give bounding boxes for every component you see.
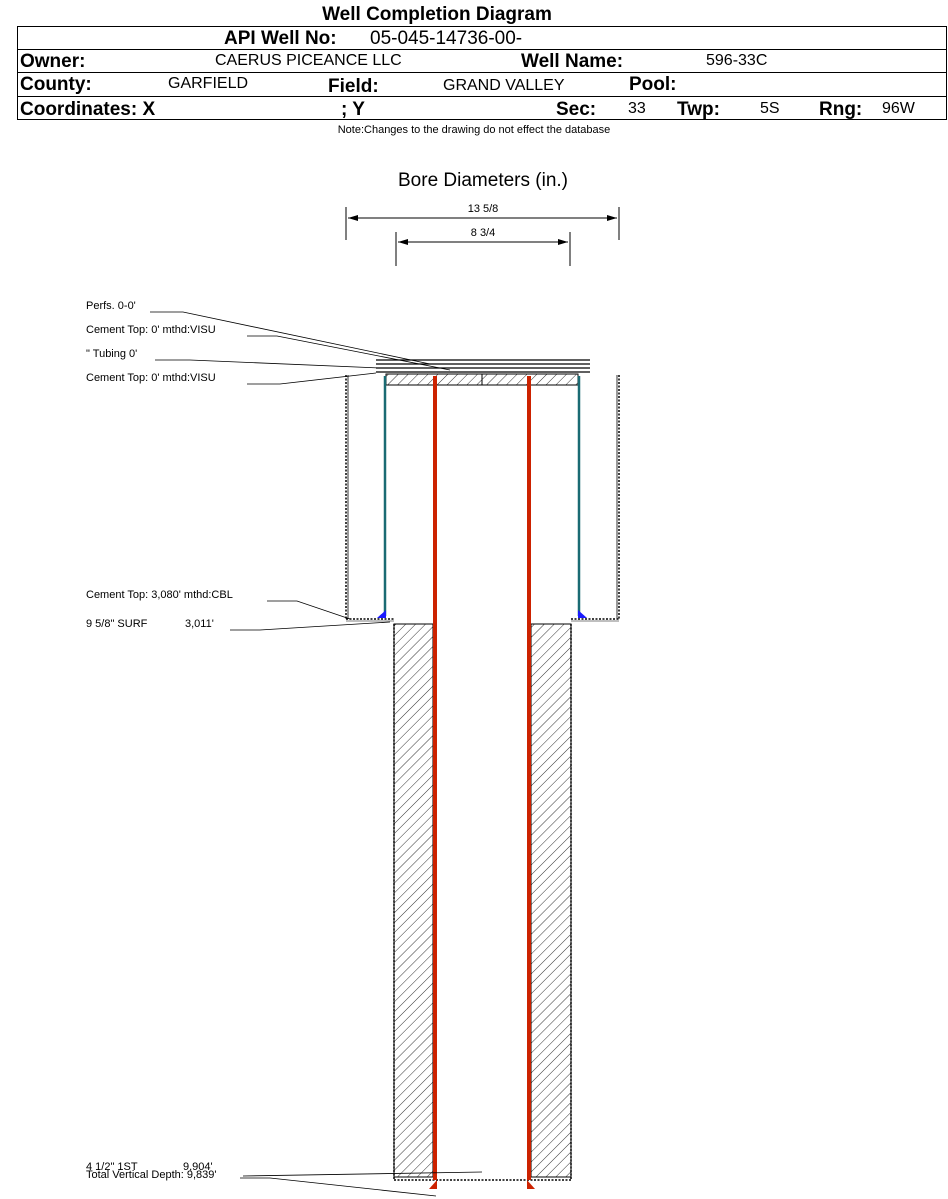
owner-value: CAERUS PICEANCE LLC [215,52,402,69]
field-label: Field: [328,76,379,97]
bore-diameters-title: Bore Diameters (in.) [398,170,568,191]
field-value: GRAND VALLEY [443,77,565,94]
callout-total-vertical-depth: Total Vertical Depth: 9,839' [86,1169,217,1181]
surface-casing-shoe-left [377,610,386,618]
pool-label: Pool: [629,74,677,95]
section-value: 33 [628,100,646,117]
bore-inner-dimension [395,232,571,266]
diagram-title: Well Completion Diagram [322,4,552,25]
header-row-coordinates: Coordinates: X ; Y Sec: 33 Twp: 5S Rng: … [18,96,946,120]
range-label: Rng: [819,99,863,120]
callout-cement-top-2: Cement Top: 0' mthd:VISU [86,372,216,384]
township-label: Twp: [677,99,720,120]
header-row-api: API Well No: 05-045-14736-00- [18,27,946,49]
header-row-county: County: GARFIELD Field: GRAND VALLEY Poo… [18,72,946,97]
owner-label: Owner: [20,51,86,72]
production-shoe-left [429,1180,437,1189]
coordinates-x-label: Coordinates: X [20,99,156,120]
callout-surface-casing: 9 5/8" SURF [86,618,148,630]
county-value: GARFIELD [168,75,249,92]
callout-cement-top-3: Cement Top: 3,080' mthd:CBL [86,589,233,601]
well-name-value: 596-33C [706,52,768,69]
callout-perfs: Perfs. 0-0' [86,300,136,312]
section-label: Sec: [556,99,597,120]
production-shoe-right [527,1180,535,1189]
well-name-label: Well Name: [521,51,624,72]
header-row-owner: Owner: CAERUS PICEANCE LLC Well Name: 59… [18,49,946,72]
callout-surface-depth: 3,011' [185,618,214,630]
surface-hole-wall [345,375,620,622]
callout-leaders [150,311,483,1197]
production-cement-right [530,623,572,1178]
callout-cement-top-1: Cement Top: 0' mthd:VISU [86,324,216,336]
well-header-table: API Well No: 05-045-14736-00- Owner: CAE… [17,26,947,120]
surface-casing-shoe-right [578,610,587,618]
township-value: 5S [760,100,780,117]
bore-outer-dimension [345,207,620,240]
api-label: API Well No: [224,28,337,49]
bore-inner-label: 8 3/4 [471,227,495,239]
range-value: 96W [882,100,915,117]
database-note: Note:Changes to the drawing do not effec… [337,124,611,136]
bore-outer-label: 13 5/8 [468,203,499,215]
callout-production-depth: 9,904' [183,1161,213,1173]
callout-tubing: " Tubing 0' [86,348,137,360]
production-cement-left [393,623,434,1178]
callout-production-casing: 4 1/2" 1ST [86,1161,138,1173]
production-casing [433,376,531,1180]
api-value: 05-045-14736-00- [370,28,523,49]
surface-casing [383,376,581,616]
county-label: County: [20,74,92,95]
coordinates-y-label: ; Y [341,99,365,120]
